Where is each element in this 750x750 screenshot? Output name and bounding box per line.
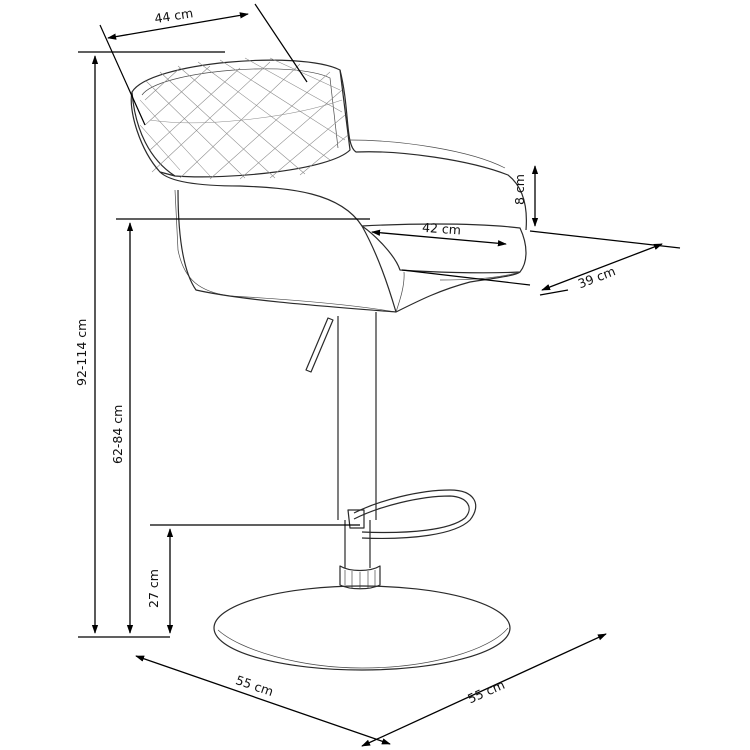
- dim-label-42: 42 cm: [422, 220, 462, 238]
- dim-label-92-114: 92-114 cm: [74, 319, 89, 386]
- dim-total-height: 92-114 cm: [74, 51, 225, 638]
- dim-seat-width: 42 cm: [371, 220, 507, 247]
- chair-column: [337, 312, 377, 568]
- gas-lift-lever: [305, 317, 334, 373]
- dim-label-55-left: 55 cm: [234, 672, 276, 699]
- backrest: [131, 59, 351, 178]
- dim-label-39: 39 cm: [576, 263, 618, 291]
- right-armrest: [339, 69, 527, 231]
- dim-label-44: 44 cm: [153, 5, 194, 26]
- dim-footrest-height: 27 cm: [146, 524, 360, 634]
- dim-seat-width-top: 44 cm: [99, 3, 308, 126]
- dim-seat-height: 62-84 cm: [110, 218, 370, 634]
- dim-base-width-left: 55 cm: [135, 655, 391, 745]
- dim-base-width-right: 55 cm: [361, 633, 607, 747]
- dim-label-62-84: 62-84 cm: [110, 405, 125, 464]
- seat-shell-front: [159, 171, 397, 313]
- dim-label-55-right: 55 cm: [465, 677, 507, 707]
- seat-cushion: [361, 223, 527, 274]
- quilted-stitching: [139, 57, 349, 180]
- round-base: [213, 585, 511, 671]
- dim-label-27: 27 cm: [146, 569, 161, 608]
- left-armrest: [130, 91, 176, 177]
- base-collar: [339, 565, 381, 590]
- dim-label-8: 8 cm: [512, 174, 527, 205]
- bar-stool-drawing: [130, 57, 527, 671]
- footrest-ring: [353, 489, 477, 539]
- dim-seat-depth: 39 cm: [401, 230, 681, 296]
- dim-armrest-height: 8 cm: [512, 165, 539, 227]
